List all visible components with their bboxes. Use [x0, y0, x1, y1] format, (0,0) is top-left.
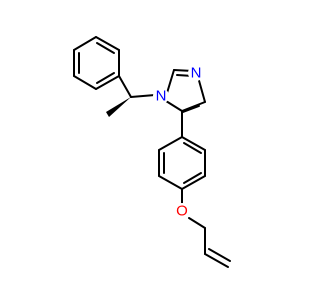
heteroatoms: N N O: [153, 65, 204, 220]
bond-ar-3-double: [183, 172, 202, 184]
atom-n3-label: N: [191, 65, 202, 82]
structure-canvas: N N O: [73, 36, 231, 268]
bond-c4-c5-double: [182, 105, 200, 113]
bond-ar-1-double: [183, 142, 202, 154]
bond-ph-4: [95, 75, 120, 90]
atom-n1: N: [153, 88, 169, 105]
bond-c5-n1: [165, 100, 183, 112]
bond-chiral-n1: [130, 94, 156, 98]
atom-o: O: [174, 203, 190, 220]
bond-ar-1: [181, 136, 206, 151]
bond-c4-c5: [181, 101, 206, 112]
bond-ar-3: [181, 175, 206, 190]
bond-ar-4: [158, 175, 183, 190]
bond-ph-3: [73, 75, 97, 90]
wedge-bond-methyl: [106, 97, 131, 117]
bond-ph-4-double: [96, 72, 115, 84]
bonds: [73, 36, 231, 268]
bond-ar-6: [158, 136, 183, 151]
bond-ph-1: [73, 36, 97, 51]
bond-n3-c4: [197, 76, 206, 103]
molecule-diagram: N N O: [73, 36, 231, 268]
atom-n3: N: [188, 65, 204, 82]
bond-ph-chiral: [118, 75, 132, 98]
bond-n1-c2: [166, 69, 175, 94]
bond-ph-6: [95, 36, 120, 51]
atom-o-label: O: [176, 203, 188, 220]
bond-ch-ch2-double: [208, 248, 231, 262]
bond-ph-6-double: [96, 42, 115, 54]
atom-n1-label: N: [156, 88, 167, 105]
bond-o-ch2: [188, 217, 206, 229]
bond-ch-ch2: [204, 253, 229, 268]
